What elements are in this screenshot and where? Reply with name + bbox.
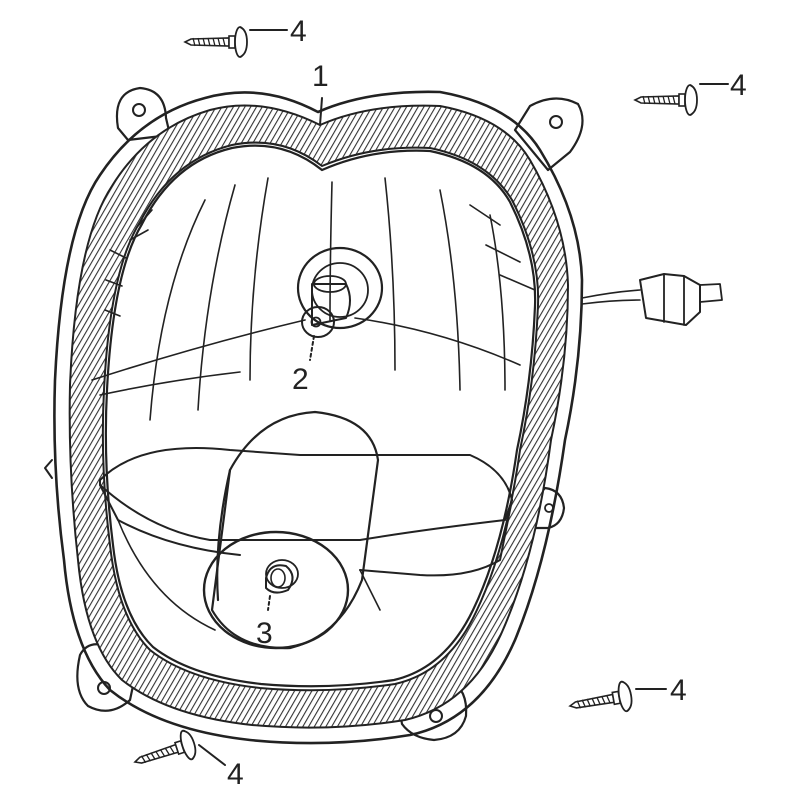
lower-lamp-chamber — [99, 447, 513, 631]
mounting-tab-top-left — [115, 86, 172, 142]
housing-outer-shell — [53, 90, 584, 745]
housing-bezel-ring — [68, 104, 570, 729]
headlight-assembly — [44, 86, 723, 745]
callout-screw-top: 4 — [290, 15, 307, 48]
screw-top — [184, 26, 248, 58]
screw-bottom-right — [566, 679, 635, 722]
bulb-socket-position — [265, 559, 299, 594]
screw-bottom-left — [129, 727, 200, 778]
reflector-lens — [104, 144, 537, 688]
mounting-tab-top-right — [513, 97, 584, 172]
callout-headlight-assembly: 1 — [312, 60, 329, 93]
leader-lines — [198, 29, 729, 766]
callout-bulb-main: 2 — [292, 363, 309, 396]
callout-screw-bottom-right: 4 — [670, 674, 687, 707]
bulb-socket-main — [296, 246, 384, 338]
callout-bulb-position: 3 — [256, 617, 273, 650]
screw-top-right — [634, 84, 698, 116]
reflector-facets — [91, 177, 536, 421]
callout-screw-bottom-left: 4 — [227, 758, 244, 791]
wiring-connector — [581, 273, 723, 326]
projector-lens-face — [202, 530, 350, 650]
callout-screw-top-right: 4 — [730, 69, 747, 102]
projector-cylinder — [202, 410, 380, 650]
